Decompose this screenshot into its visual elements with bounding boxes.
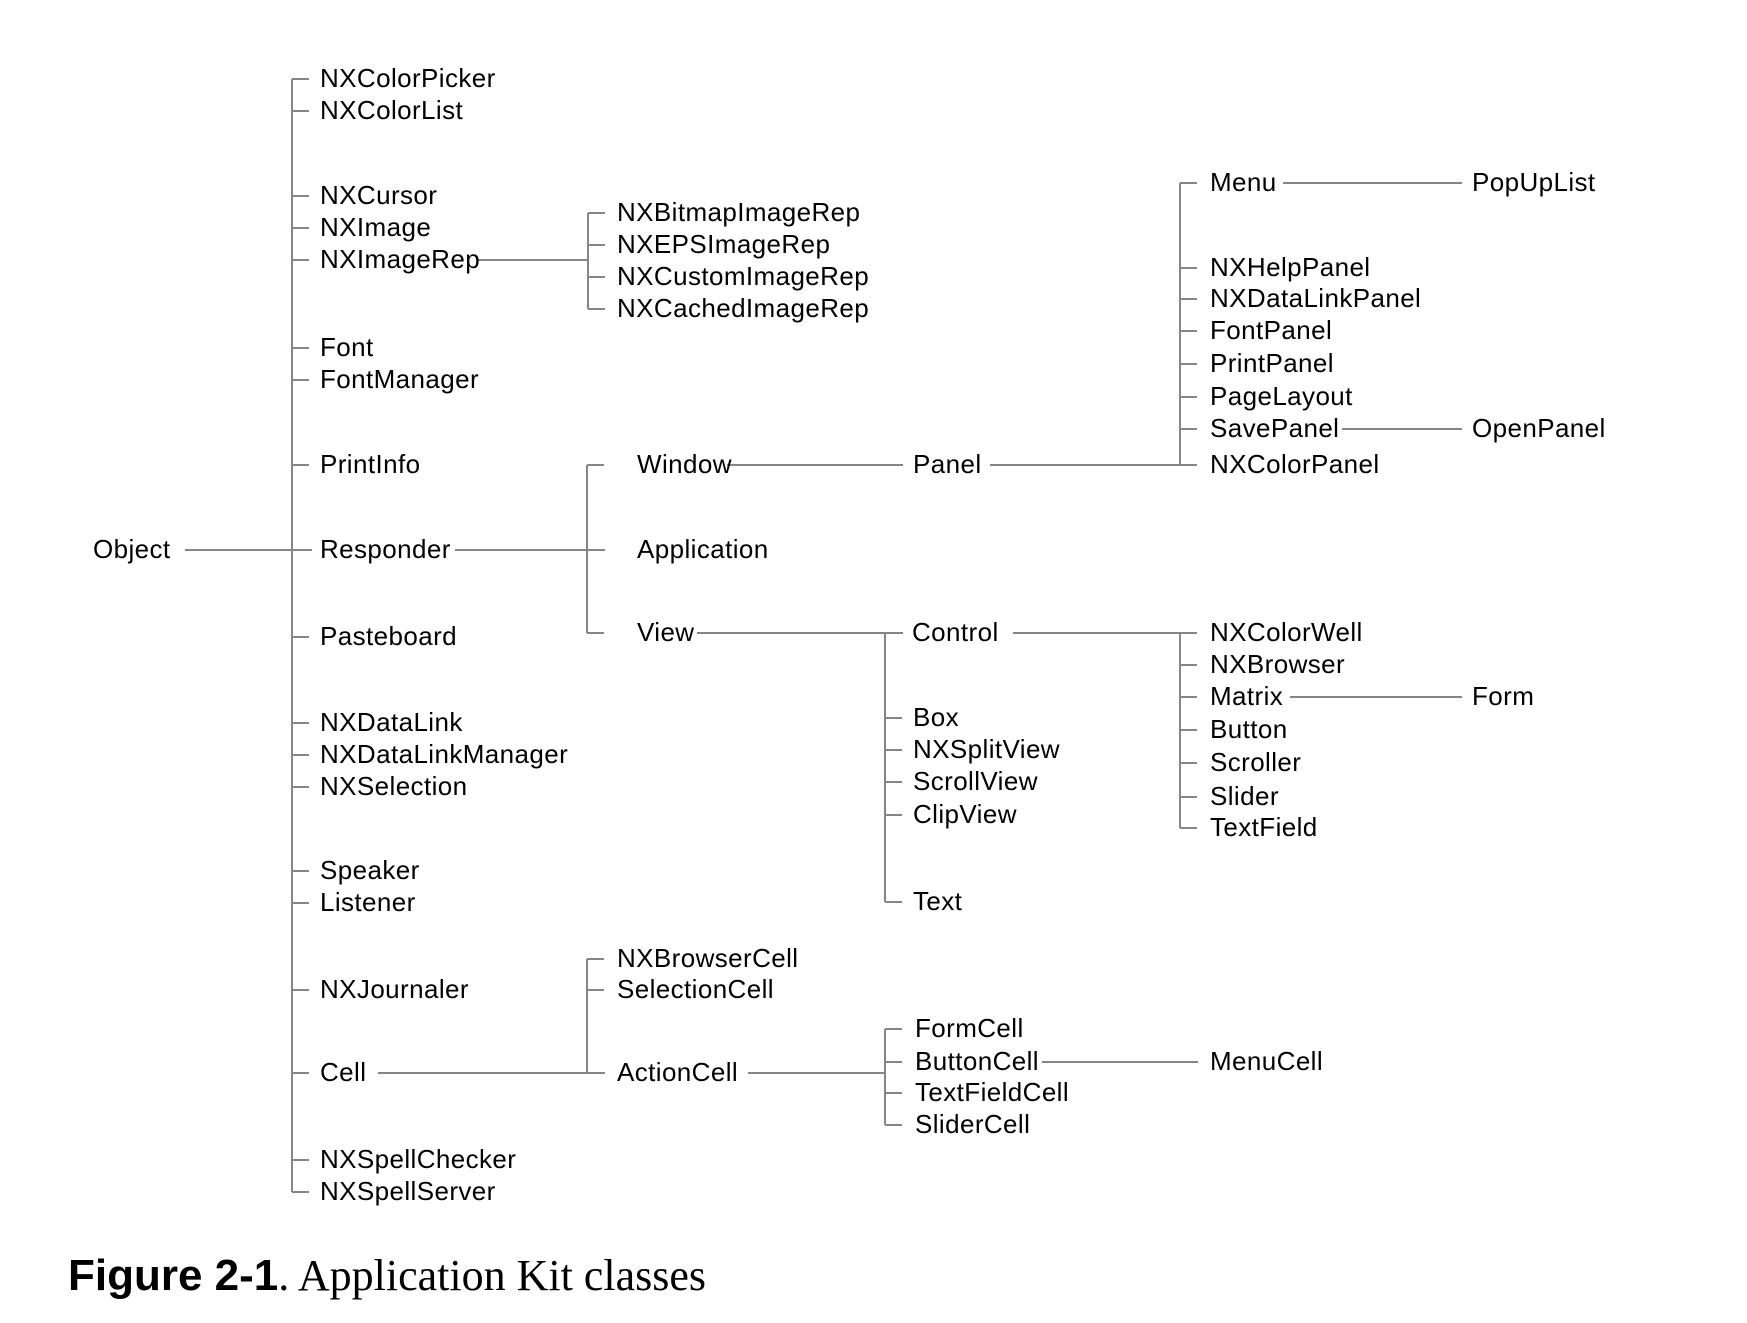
class-node-nxcachedimagerep: NXCachedImageRep xyxy=(617,292,870,323)
class-node-matrix: Matrix xyxy=(1210,680,1284,711)
class-node-menu: Menu xyxy=(1210,166,1277,197)
class-node-scrollview: ScrollView xyxy=(913,765,1038,796)
figure-caption-text: . Application Kit classes xyxy=(278,1251,706,1300)
class-node-button: Button xyxy=(1210,713,1288,744)
class-node-actioncell: ActionCell xyxy=(617,1056,739,1087)
class-node-nxcolorwell: NXColorWell xyxy=(1210,616,1363,647)
class-node-nximage: NXImage xyxy=(320,211,432,242)
class-node-slidercell: SliderCell xyxy=(915,1108,1031,1139)
class-node-window: Window xyxy=(637,448,732,479)
class-node-savepanel: SavePanel xyxy=(1210,412,1340,443)
class-node-slider: Slider xyxy=(1210,780,1279,811)
figure-caption-number: Figure 2-1 xyxy=(68,1251,279,1300)
class-node-font: Font xyxy=(320,331,374,362)
class-node-clipview: ClipView xyxy=(913,798,1017,829)
class-node-nxcustomimagerep: NXCustomImageRep xyxy=(617,260,870,291)
class-node-openpanel: OpenPanel xyxy=(1472,412,1606,443)
class-node-menucell: MenuCell xyxy=(1210,1045,1324,1076)
class-node-nxcolorlist: NXColorList xyxy=(320,94,464,125)
class-node-nxbitmapimagerep: NXBitmapImageRep xyxy=(617,196,861,227)
class-node-control: Control xyxy=(912,616,999,647)
class-node-nxjournaler: NXJournaler xyxy=(320,973,469,1004)
class-node-buttoncell: ButtonCell xyxy=(915,1045,1039,1076)
class-node-nxselection: NXSelection xyxy=(320,770,468,801)
class-node-cell: Cell xyxy=(320,1056,367,1087)
class-node-fontpanel: FontPanel xyxy=(1210,314,1333,345)
class-node-pagelayout: PageLayout xyxy=(1210,380,1353,411)
class-node-nxbrowsercell: NXBrowserCell xyxy=(617,942,799,973)
figure-caption: Figure 2-1. Application Kit classes xyxy=(68,1250,706,1301)
class-node-panel: Panel xyxy=(913,448,982,479)
class-node-printinfo: PrintInfo xyxy=(320,448,421,479)
class-node-listener: Listener xyxy=(320,886,416,917)
class-node-popuplist: PopUpList xyxy=(1472,166,1596,197)
class-node-nxspellchecker: NXSpellChecker xyxy=(320,1143,517,1174)
class-node-nxsplitview: NXSplitView xyxy=(913,733,1060,764)
class-node-nximagerep: NXImageRep xyxy=(320,243,481,274)
class-node-responder: Responder xyxy=(320,533,451,564)
class-node-nxdatalinkpanel: NXDataLinkPanel xyxy=(1210,282,1422,313)
class-node-pasteboard: Pasteboard xyxy=(320,620,457,651)
class-node-selectioncell: SelectionCell xyxy=(617,973,774,1004)
class-node-nxhelppanel: NXHelpPanel xyxy=(1210,251,1371,282)
class-node-textfield: TextField xyxy=(1210,811,1318,842)
class-node-nxbrowser: NXBrowser xyxy=(1210,648,1346,679)
class-node-printpanel: PrintPanel xyxy=(1210,347,1334,378)
class-node-formcell: FormCell xyxy=(915,1012,1024,1043)
class-node-speaker: Speaker xyxy=(320,854,420,885)
class-node-box: Box xyxy=(913,701,960,732)
class-node-form: Form xyxy=(1472,680,1535,711)
class-node-nxepsimagerep: NXEPSImageRep xyxy=(617,228,831,259)
class-node-nxspellserver: NXSpellServer xyxy=(320,1175,496,1206)
class-node-nxdatalinkmanager: NXDataLinkManager xyxy=(320,738,569,769)
class-node-object: Object xyxy=(93,533,171,564)
class-node-view: View xyxy=(637,616,695,647)
class-node-application: Application xyxy=(637,533,769,564)
class-node-textfieldcell: TextFieldCell xyxy=(915,1076,1070,1107)
class-node-nxcolorpanel: NXColorPanel xyxy=(1210,448,1380,479)
class-node-nxdatalink: NXDataLink xyxy=(320,706,463,737)
class-node-scroller: Scroller xyxy=(1210,746,1302,777)
class-node-nxcursor: NXCursor xyxy=(320,179,438,210)
class-node-nxcolorpicker: NXColorPicker xyxy=(320,62,496,93)
class-node-text: Text xyxy=(913,885,963,916)
class-node-fontmanager: FontManager xyxy=(320,363,480,394)
